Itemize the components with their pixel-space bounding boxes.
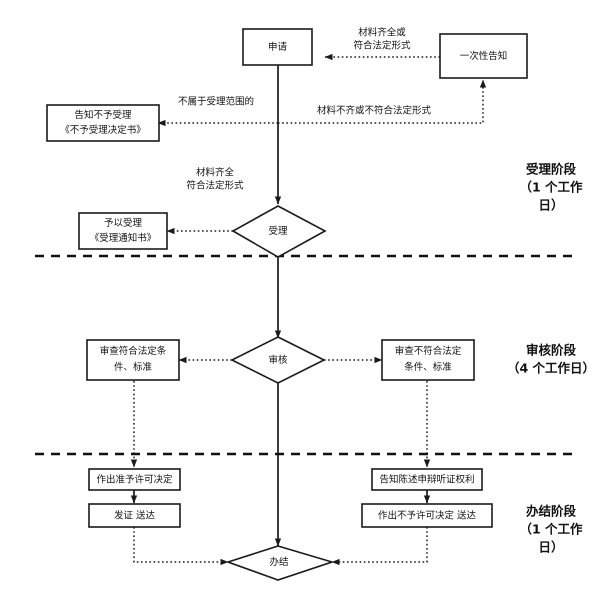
node-complete-decision-label: 办结 (269, 556, 288, 568)
stage-label-review-2: （4 个工作日） (507, 361, 595, 376)
node-accept-decision-label: 受理 (268, 225, 288, 237)
edge-label-materials-ok-2: 符合法定形式 (353, 40, 411, 52)
stage-label-accept-3: 日） (538, 198, 563, 213)
node-apply[interactable] (242, 28, 313, 66)
edge-label-out-of-scope: 不属于受理范围的 (178, 96, 254, 108)
node-nonconform[interactable] (381, 339, 475, 381)
node-apply-label: 申请 (268, 41, 288, 53)
node-reject-notice-label-1: 告知不予受理 (74, 109, 132, 121)
node-notify-rights[interactable] (371, 468, 483, 491)
edge-deny-to-complete (331, 527, 428, 566)
node-review-decision-label: 审核 (268, 354, 288, 366)
node-conform-label-1: 审查符合法定条 (100, 345, 167, 357)
stage-label-review-1: 审核阶段 (526, 343, 577, 358)
node-grant-accept[interactable] (78, 212, 168, 250)
node-conform-label-2: 件、标准 (114, 361, 153, 373)
node-complete-decision[interactable] (225, 545, 335, 581)
edge-label-materials-complete-2: 符合法定形式 (186, 180, 244, 192)
edge-label-materials-complete-1: 材料齐全 (196, 167, 235, 179)
node-deny-decision[interactable] (361, 503, 493, 528)
node-grant-accept-label-2: 《受理通知书》 (90, 232, 157, 244)
edge-issue-to-complete (133, 527, 229, 566)
node-issue-deliver[interactable] (88, 503, 181, 528)
node-deny-decision-label: 作出不予许可决定 送达 (378, 510, 477, 522)
stage-label-accept-1: 受理阶段 (526, 162, 577, 177)
node-conform[interactable] (86, 339, 180, 381)
stage-label-complete-1: 办结阶段 (526, 504, 577, 519)
node-review-decision[interactable] (230, 336, 326, 384)
node-approve-decision-label: 作出准予许可决定 (96, 474, 173, 486)
edge-incomplete-to-onetime (278, 79, 487, 124)
node-notify-rights-label: 告知陈述申辩听证权利 (379, 474, 474, 486)
stage-label-accept-2: （1 个工作 (519, 180, 583, 195)
node-reject-notice-label-2: 《不予受理决定书》 (60, 124, 146, 136)
node-accept-decision[interactable] (231, 205, 327, 258)
node-one-time-notice-label: 一次性告知 (460, 50, 508, 62)
node-grant-accept-label-1: 予以受理 (104, 217, 143, 229)
stage-label-complete-2: （1 个工作 (519, 522, 583, 537)
node-nonconform-label-1: 审查不符合法定 (395, 345, 462, 357)
edge-label-materials-incomplete: 材料不齐或不符合法定形式 (317, 105, 432, 117)
edge-label-materials-ok-1: 材料齐全或 (358, 27, 406, 39)
node-issue-deliver-label: 发证 送达 (114, 510, 156, 522)
node-reject-notice[interactable] (46, 104, 160, 142)
node-approve-decision[interactable] (88, 468, 181, 491)
node-nonconform-label-2: 条件、标准 (404, 361, 452, 373)
node-one-time-notice[interactable] (439, 33, 528, 79)
stage-label-complete-3: 日） (538, 540, 563, 555)
